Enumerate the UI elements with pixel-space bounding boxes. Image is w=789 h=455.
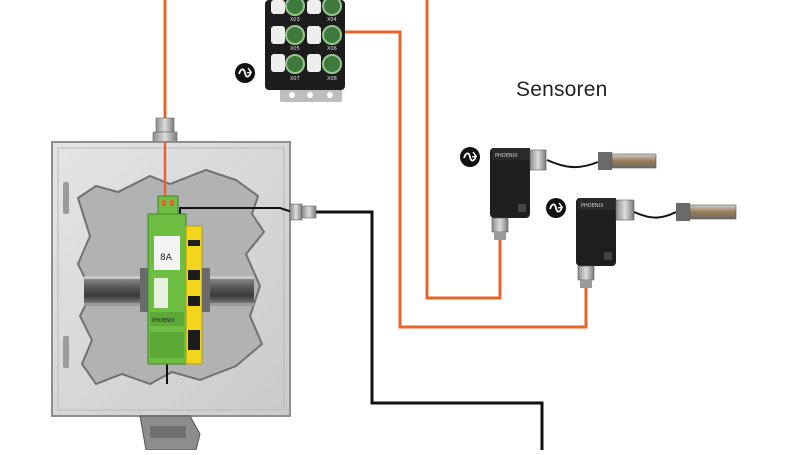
cabinet-side-connector <box>289 203 317 221</box>
sensor-2-plug-text: PHOENIX <box>581 203 604 209</box>
proximity-sensor-2 <box>676 203 737 221</box>
io-port-label: X08 <box>327 76 337 82</box>
signal-icon <box>460 147 480 167</box>
io-port-row-3: X07 X08 <box>271 54 342 82</box>
io-port-label: X06 <box>327 46 337 52</box>
control-cabinet: 8A PHOENIX <box>51 117 317 451</box>
io-port-label: X03 <box>290 17 300 23</box>
orange-cable-io-to-sensor-1 <box>425 0 502 300</box>
io-port-label: X07 <box>290 76 300 82</box>
io-port-label: X04 <box>327 17 337 23</box>
relay-brand: PHOENIX <box>152 318 175 324</box>
io-port-label: X05 <box>290 46 300 52</box>
io-box: X03 X04 X05 X06 X07 X08 <box>265 0 345 102</box>
proximity-sensor-1 <box>598 152 657 170</box>
io-port-row-2: X05 X06 <box>271 25 342 52</box>
io-port-row-1: X03 X04 <box>271 0 342 23</box>
signal-icon <box>235 63 255 83</box>
sensor-2: PHOENIX <box>576 198 737 288</box>
signal-icon <box>546 198 566 218</box>
orange-cable-io-to-sensor-2 <box>345 30 588 329</box>
black-cable-sensor-2 <box>633 211 677 219</box>
relay-rating: 8A <box>160 253 173 263</box>
black-cable-sensor-1 <box>546 159 599 168</box>
sensor-1-plug-text: PHOENIX <box>495 153 518 159</box>
relay-module: 8A PHOENIX <box>140 195 210 365</box>
sensors-label: Sensoren <box>516 78 608 101</box>
cabinet-top-connector <box>152 117 178 143</box>
sensor-1: PHOENIX <box>490 148 657 240</box>
cabinet-bottom-gland <box>139 415 201 451</box>
black-cable-cabinet <box>315 210 544 450</box>
